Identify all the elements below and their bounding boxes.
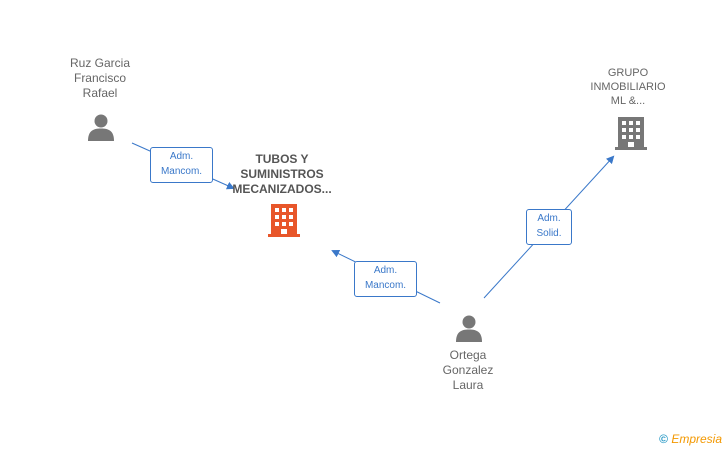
copyright-icon: © [659,432,668,446]
person-icon[interactable] [454,313,484,343]
relation-role: Adm. [537,213,561,224]
relation-role: Adm. [169,151,194,162]
brand-watermark: © Empresia [659,432,722,446]
person-icon[interactable] [86,112,116,142]
building-icon[interactable] [268,202,300,238]
relation-type: Mancom. [364,280,407,291]
relation-label-ortega-group: Adm. Solid. [526,209,572,245]
relation-type: Solid. [536,228,562,239]
building-icon[interactable] [615,115,647,151]
person-name-ruz[interactable]: Ruz Garcia Francisco Rafael [69,56,131,100]
relation-label-ortega-main: Adm. Mancom. [354,261,417,297]
relation-role: Adm. [373,265,398,276]
company-name-group[interactable]: GRUPO INMOBILIARIO ML &... [590,67,666,107]
relation-type: Mancom. [160,166,203,177]
brand-name: Empresia [671,432,722,446]
person-name-ortega[interactable]: Ortega Gonzalez Laura [442,348,494,392]
relation-label-ruz-main: Adm. Mancom. [150,147,213,183]
company-name-main[interactable]: TUBOS Y SUMINISTROS MECANIZADOS... [232,152,332,196]
